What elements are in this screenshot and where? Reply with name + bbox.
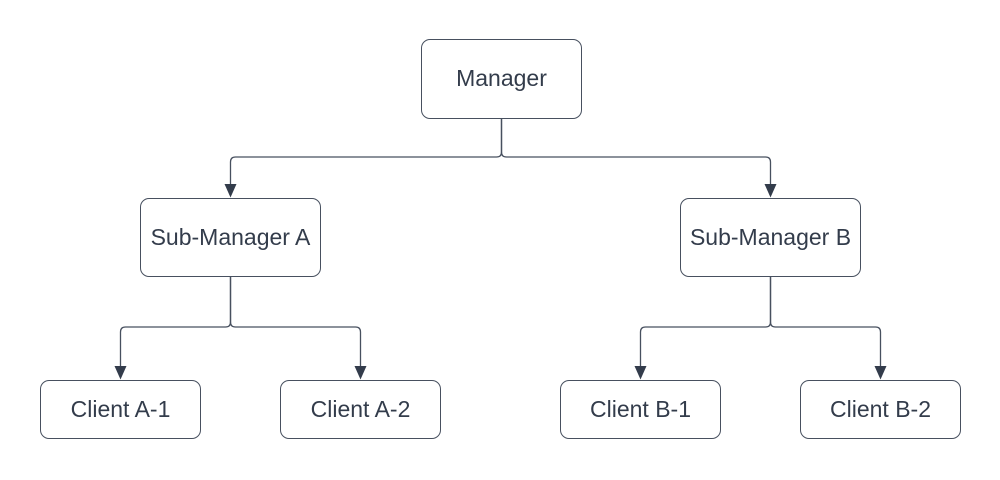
connector-sub-manager-a-to-client-a1	[119, 277, 232, 366]
node-client-b2: Client B-2	[800, 380, 961, 439]
node-manager: Manager	[421, 39, 582, 119]
connector-manager-to-sub-manager-b	[500, 119, 772, 184]
node-client-b1: Client B-1	[560, 380, 721, 439]
arrowhead-into-client-b1	[634, 366, 647, 380]
node-manager-label: Manager	[456, 65, 547, 92]
node-sub-manager-b: Sub-Manager B	[680, 198, 861, 277]
arrowhead-into-client-b2	[874, 366, 887, 380]
connector-sub-manager-a-to-client-a2	[229, 277, 362, 366]
node-client-a2-label: Client A-2	[310, 395, 411, 422]
node-sub-manager-a: Sub-Manager A	[140, 198, 321, 277]
node-client-a2: Client A-2	[280, 380, 441, 439]
arrowhead-into-client-a2	[354, 366, 367, 380]
connector-arrowheads	[114, 184, 887, 380]
connector-lines	[119, 119, 882, 366]
node-client-b2-label: Client B-2	[830, 395, 931, 422]
arrowhead-into-sub-manager-b	[764, 184, 777, 198]
connector-manager-to-sub-manager-a	[229, 119, 503, 184]
connector-sub-manager-b-to-client-b2	[769, 277, 882, 366]
node-sub-manager-b-label: Sub-Manager B	[689, 223, 852, 250]
arrowhead-into-client-a1	[114, 366, 127, 380]
node-client-b1-label: Client B-1	[590, 395, 691, 422]
connector-sub-manager-b-to-client-b1	[639, 277, 772, 366]
node-client-a1: Client A-1	[40, 380, 201, 439]
node-client-a1-label: Client A-1	[70, 395, 171, 422]
arrowhead-into-sub-manager-a	[224, 184, 237, 198]
node-sub-manager-a-label: Sub-Manager A	[150, 223, 311, 250]
